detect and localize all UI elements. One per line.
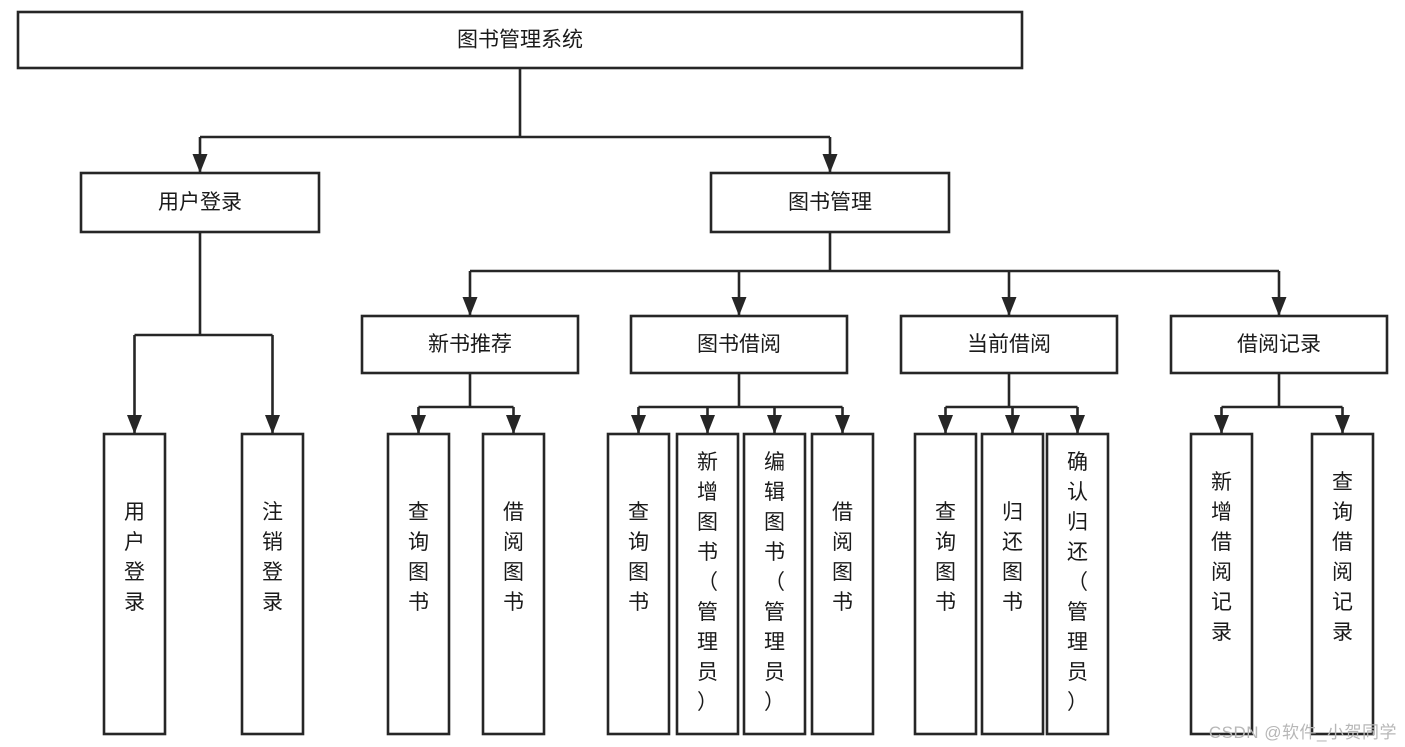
node-label: 注销登录: [262, 501, 283, 614]
node-leaf-return-book[interactable]: 归还图书: [980, 432, 1045, 736]
node-leaf-logout[interactable]: 注销登录: [240, 432, 305, 736]
node-borrow-record[interactable]: 借阅记录: [1169, 314, 1389, 375]
connector-arrow-icon: [631, 415, 646, 434]
node-leaf-borrow-book-rec[interactable]: 借阅图书: [481, 432, 546, 736]
connector-arrow-icon: [506, 415, 521, 434]
connector-arrow-icon: [1001, 297, 1017, 316]
node-label: 新增借阅记录: [1211, 471, 1232, 644]
node-box: [1169, 314, 1389, 375]
node-box: [980, 432, 1045, 736]
node-box: [16, 10, 1024, 70]
node-leaf-query-book-borrow[interactable]: 查询图书: [606, 432, 671, 736]
node-box: [810, 432, 875, 736]
node-user-login[interactable]: 用户登录: [79, 171, 321, 234]
node-box: [360, 314, 580, 375]
node-box: [899, 314, 1119, 375]
node-box: [606, 432, 671, 736]
connector-layer: [127, 68, 1350, 434]
node-book-manage[interactable]: 图书管理: [709, 171, 951, 234]
node-leaf-query-borrow-record[interactable]: 查询借阅记录: [1310, 432, 1375, 736]
connector-arrow-icon: [1335, 415, 1350, 434]
node-label: 确认归还（管理员）: [1067, 451, 1088, 714]
connector-arrow-icon: [192, 154, 208, 173]
node-box: [481, 432, 546, 736]
connector-arrow-icon: [411, 415, 426, 434]
node-root[interactable]: 图书管理系统: [16, 10, 1024, 70]
node-label: 查询图书: [408, 501, 429, 614]
node-box: [102, 432, 167, 736]
connector-arrow-icon: [767, 415, 782, 434]
node-box: [913, 432, 978, 736]
node-label: 用户登录: [124, 501, 145, 614]
node-label: 用户登录: [158, 191, 242, 214]
connector-arrow-icon: [835, 415, 850, 434]
node-leaf-confirm-return-admin[interactable]: 确认归还（管理员）: [1045, 432, 1110, 736]
node-box: [675, 432, 740, 736]
connector-arrow-icon: [1005, 415, 1020, 434]
node-label: 编辑图书（管理员）: [764, 451, 785, 714]
connector-arrow-icon: [700, 415, 715, 434]
connector-arrow-icon: [127, 415, 142, 434]
node-leaf-edit-book-admin[interactable]: 编辑图书（管理员）: [742, 432, 807, 736]
node-label: 新书推荐: [428, 333, 512, 356]
node-label: 查询图书: [628, 501, 649, 614]
node-label: 查询借阅记录: [1332, 471, 1353, 644]
node-box: [1189, 432, 1254, 736]
connector-arrow-icon: [1070, 415, 1085, 434]
node-leaf-borrow-book[interactable]: 借阅图书: [810, 432, 875, 736]
node-label: 归还图书: [1002, 501, 1023, 614]
node-label: 借阅图书: [832, 501, 853, 614]
connector-arrow-icon: [462, 297, 478, 316]
node-leaf-add-borrow-record[interactable]: 新增借阅记录: [1189, 432, 1254, 736]
node-label: 新增图书（管理员）: [697, 451, 718, 714]
watermark-text: CSDN @软件_小贺同学: [1208, 723, 1397, 742]
node-label: 图书借阅: [697, 333, 781, 356]
node-label: 借阅记录: [1237, 333, 1321, 356]
node-box: [1045, 432, 1110, 736]
node-box: [629, 314, 849, 375]
connector-arrow-icon: [938, 415, 953, 434]
node-label: 图书管理: [788, 191, 872, 214]
node-box: [742, 432, 807, 736]
connector-arrow-icon: [731, 297, 747, 316]
node-box: [79, 171, 321, 234]
node-box: [240, 432, 305, 736]
node-box: [386, 432, 451, 736]
node-label: 查询图书: [935, 501, 956, 614]
node-leaf-query-book-current[interactable]: 查询图书: [913, 432, 978, 736]
node-label: 图书管理系统: [457, 29, 583, 52]
node-box: [709, 171, 951, 234]
node-book-borrow[interactable]: 图书借阅: [629, 314, 849, 375]
connector-arrow-icon: [822, 154, 838, 173]
node-box: [1310, 432, 1375, 736]
node-layer: 图书管理系统用户登录图书管理新书推荐图书借阅当前借阅借阅记录用户登录注销登录查询…: [16, 10, 1389, 736]
node-leaf-query-book-rec[interactable]: 查询图书: [386, 432, 451, 736]
node-label: 借阅图书: [503, 501, 524, 614]
connector-arrow-icon: [265, 415, 280, 434]
connector-arrow-icon: [1271, 297, 1287, 316]
connector-arrow-icon: [1214, 415, 1229, 434]
node-new-book-recommend[interactable]: 新书推荐: [360, 314, 580, 375]
node-label: 当前借阅: [967, 333, 1051, 356]
node-leaf-add-book-admin[interactable]: 新增图书（管理员）: [675, 432, 740, 736]
node-current-borrow[interactable]: 当前借阅: [899, 314, 1119, 375]
node-leaf-user-login[interactable]: 用户登录: [102, 432, 167, 736]
